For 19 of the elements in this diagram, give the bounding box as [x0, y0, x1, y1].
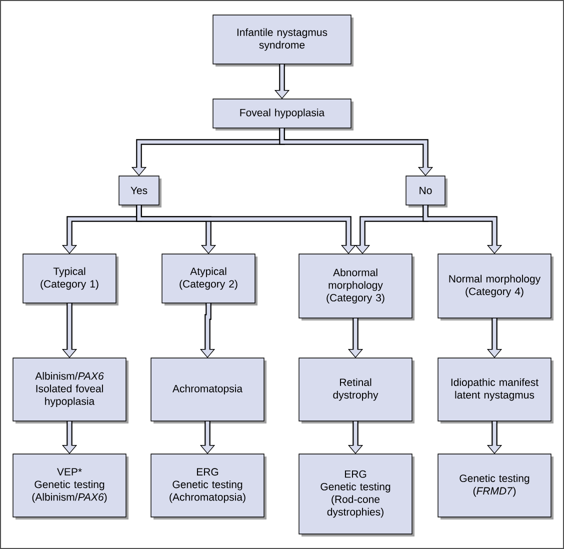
- flow-box: Infantile nystagmus syndrome: [212, 14, 354, 66]
- flow-box: ERG Genetic testing (Achromatopsia): [150, 454, 266, 520]
- flow-box: Yes: [118, 176, 162, 208]
- flow-box: VEP* Genetic testing (Albinism/PAX6): [12, 454, 128, 520]
- flow-box: No: [406, 176, 448, 208]
- block-arrow: [279, 128, 434, 176]
- flow-box: Foveal hypoplasia: [212, 98, 354, 130]
- flow-box: Achromatopsia: [150, 358, 266, 424]
- flow-box: Genetic testing (FRMD7): [438, 454, 554, 520]
- flow-box: Typical (Category 1): [22, 254, 118, 306]
- flow-box: Normal morphology (Category 4): [438, 254, 554, 320]
- flow-box: Idiopathic manifest latent nystagmus: [438, 358, 554, 424]
- flow-box: Atypical (Category 2): [162, 254, 258, 306]
- flow-box: Retinal dystrophy: [298, 358, 414, 424]
- flow-box: Abnormal morphology (Category 3): [298, 254, 414, 320]
- block-arrow: [422, 205, 502, 254]
- block-arrow: [136, 205, 356, 254]
- flow-box: Albinism/PAX6 Isolated foveal hypoplasia: [12, 358, 128, 424]
- flow-box: ERG Genetic testing (Rod-cone dystrophies): [298, 454, 414, 536]
